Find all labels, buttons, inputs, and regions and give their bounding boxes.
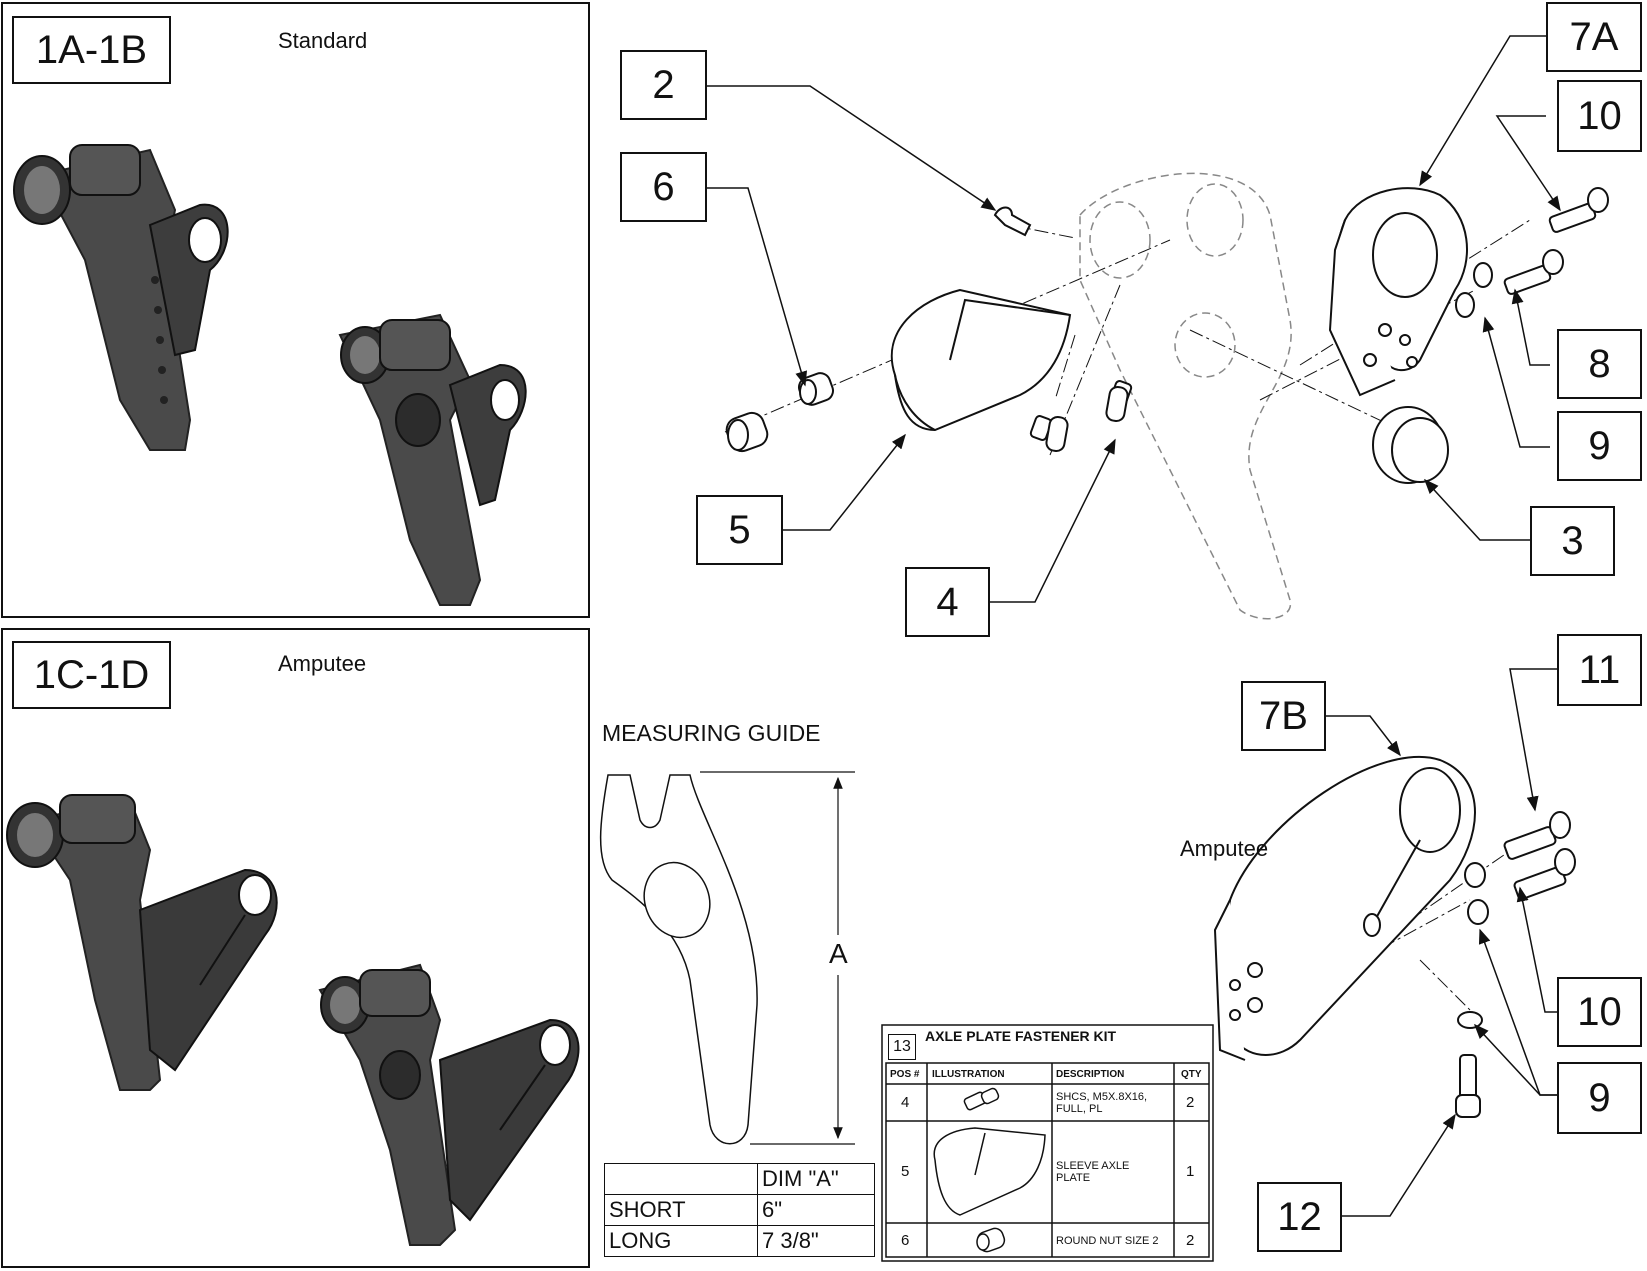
table-cell: SHORT bbox=[604, 1194, 758, 1226]
table-header-cell bbox=[604, 1163, 758, 1195]
table-cell: 7 3/8" bbox=[757, 1225, 875, 1257]
kit-row-description: PLATE bbox=[1056, 1172, 1091, 1184]
kit-illustrations bbox=[933, 1087, 1046, 1253]
dimension-line bbox=[700, 771, 855, 1145]
screw-parts bbox=[993, 206, 1133, 453]
standard-panel-frame bbox=[1, 2, 590, 618]
measuring-guide-table: DIM "A" SHORT 6" LONG 7 3/8" bbox=[604, 1163, 875, 1257]
leader-lines bbox=[707, 35, 1561, 1217]
callout-8: 8 bbox=[1557, 329, 1642, 399]
callout-7b: 7B bbox=[1241, 681, 1326, 751]
bracket-7b-part bbox=[1213, 755, 1476, 1061]
standard-axle-plate-left bbox=[13, 144, 229, 451]
table-cell: 6" bbox=[757, 1194, 875, 1226]
kit-row-qty: 1 bbox=[1186, 1163, 1195, 1180]
kit-table-frame bbox=[881, 1024, 1214, 1262]
amputee-panel-frame bbox=[1, 628, 590, 1268]
dimension-a-label: A bbox=[827, 938, 850, 970]
amputee-axle-plate-left bbox=[6, 794, 278, 1091]
callout-2: 2 bbox=[620, 50, 707, 120]
amputee-axle-plate-right bbox=[318, 963, 580, 1246]
measuring-guide-shape bbox=[599, 774, 758, 1145]
kit-title: AXLE PLATE FASTENER KIT bbox=[925, 1028, 1117, 1044]
kit-header-description: DESCRIPTION bbox=[1056, 1069, 1125, 1080]
kit-row-description: SHCS, M5X.8X16, bbox=[1056, 1091, 1148, 1103]
callout-12: 12 bbox=[1257, 1182, 1342, 1252]
ghost-axle-plate bbox=[1079, 172, 1292, 620]
bolts-washers-7a bbox=[1455, 187, 1609, 318]
callout-7a: 7A bbox=[1546, 2, 1642, 72]
round-cap-part bbox=[1372, 406, 1449, 484]
panel-caption-amputee: Amputee bbox=[278, 651, 367, 676]
table-row: DIM "A" bbox=[604, 1163, 875, 1195]
kit-row-description: FULL, PL bbox=[1056, 1103, 1103, 1115]
table-row: SHORT 6" bbox=[604, 1194, 875, 1226]
panel-label-amputee: 1C-1D bbox=[12, 641, 171, 709]
kit-row-qty: 2 bbox=[1186, 1232, 1195, 1249]
callout-6: 6 bbox=[620, 152, 707, 222]
callout-11: 11 bbox=[1557, 634, 1642, 706]
round-nut-part bbox=[725, 372, 835, 453]
measuring-guide-title: MEASURING GUIDE bbox=[602, 720, 821, 746]
callout-10-lower: 10 bbox=[1557, 977, 1642, 1047]
kit-row-qty: 2 bbox=[1186, 1094, 1195, 1111]
kit-row-pos: 6 bbox=[901, 1232, 910, 1249]
kit-row-description: SLEEVE AXLE bbox=[1056, 1160, 1130, 1172]
sleeve-axle-plate-part bbox=[890, 288, 1072, 432]
panel-label-standard: 1A-1B bbox=[12, 16, 171, 84]
kit-row-pos: 5 bbox=[901, 1163, 910, 1180]
kit-header-illustration: ILLUSTRATION bbox=[932, 1069, 1005, 1080]
standard-axle-plate-right bbox=[338, 313, 527, 606]
kit-header-pos: POS # bbox=[890, 1069, 920, 1080]
callout-3: 3 bbox=[1530, 506, 1615, 576]
callout-9-upper: 9 bbox=[1557, 411, 1642, 481]
table-cell: LONG bbox=[604, 1225, 758, 1257]
amputee-note: Amputee bbox=[1180, 836, 1269, 861]
callout-4: 4 bbox=[905, 567, 990, 637]
kit-header-qty: QTY bbox=[1181, 1069, 1202, 1080]
bracket-7a-part bbox=[1328, 187, 1468, 397]
kit-row-description: ROUND NUT SIZE 2 bbox=[1056, 1235, 1159, 1247]
callout-5: 5 bbox=[696, 495, 783, 565]
callout-9-lower: 9 bbox=[1557, 1062, 1642, 1134]
panel-caption-standard: Standard bbox=[278, 28, 368, 53]
kit-number: 13 bbox=[888, 1034, 916, 1060]
kit-row-pos: 4 bbox=[901, 1094, 910, 1111]
table-header-cell: DIM "A" bbox=[757, 1163, 875, 1195]
table-row: LONG 7 3/8" bbox=[604, 1225, 875, 1257]
callout-10-upper: 10 bbox=[1557, 80, 1642, 152]
